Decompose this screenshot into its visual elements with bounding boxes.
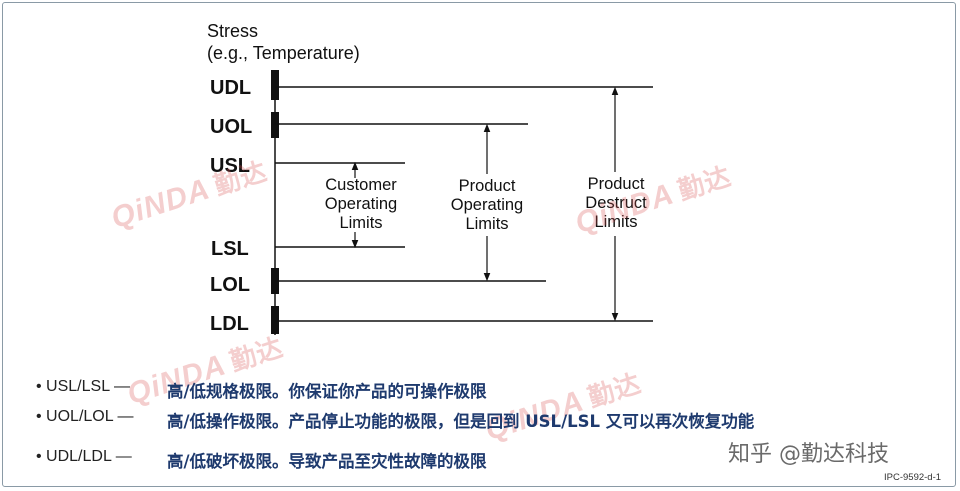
product-destruct-line-3: Limits bbox=[594, 213, 638, 231]
level-label-ldl: LDL bbox=[210, 313, 249, 335]
ldl-tick bbox=[271, 306, 279, 334]
axis-title: Stress (e.g., Temperature) bbox=[207, 20, 360, 64]
figure-id: IPC-9592-d-1 bbox=[884, 472, 942, 483]
uol-tick bbox=[271, 112, 279, 138]
definition-term: • UOL/LOL — bbox=[36, 408, 134, 425]
product-destruct-line-2: Destruct bbox=[585, 194, 647, 212]
definition-text: 高/低规格极限。你保证你产品的可操作极限 bbox=[167, 382, 487, 401]
definition-text: 高/低操作极限。产品停止功能的极限，但是回到 USL/LSL 又可以再次恢复功能 bbox=[167, 412, 755, 431]
stress-limits-diagram: Stress (e.g., Temperature) UDL UOL USL L… bbox=[207, 20, 670, 335]
zhihu-brand-watermark: 知乎 @勤达科技 bbox=[728, 442, 889, 467]
level-label-udl: UDL bbox=[210, 77, 252, 99]
level-label-uol: UOL bbox=[210, 116, 253, 138]
udl-tick bbox=[271, 70, 279, 100]
product-operating-line-2: Operating bbox=[450, 196, 524, 214]
axis-title-line-1: Stress bbox=[207, 21, 259, 41]
product-destruct-limits-label: Product Destruct Limits bbox=[562, 175, 670, 232]
definition-term: • USL/LSL — bbox=[36, 378, 130, 395]
product-operating-line-3: Limits bbox=[465, 215, 509, 233]
diagram-lines bbox=[271, 70, 653, 335]
product-operating-limits-label: Product Operating Limits bbox=[432, 177, 542, 234]
customer-label-line-3: Limits bbox=[339, 214, 383, 232]
level-label-lsl: LSL bbox=[211, 238, 249, 260]
product-destruct-line-1: Product bbox=[587, 175, 645, 193]
customer-label-line-1: Customer bbox=[325, 176, 397, 194]
customer-label-line-2: Operating bbox=[324, 195, 398, 213]
level-label-usl: USL bbox=[210, 155, 250, 177]
axis-title-line-2: (e.g., Temperature) bbox=[207, 43, 360, 63]
level-label-lol: LOL bbox=[210, 274, 250, 296]
customer-operating-limits-label: Customer Operating Limits bbox=[306, 176, 416, 233]
product-operating-line-1: Product bbox=[458, 177, 516, 195]
definition-text: 高/低破坏极限。导致产品至灾性故障的极限 bbox=[167, 452, 487, 471]
definition-term: • UDL/LDL — bbox=[36, 448, 132, 465]
